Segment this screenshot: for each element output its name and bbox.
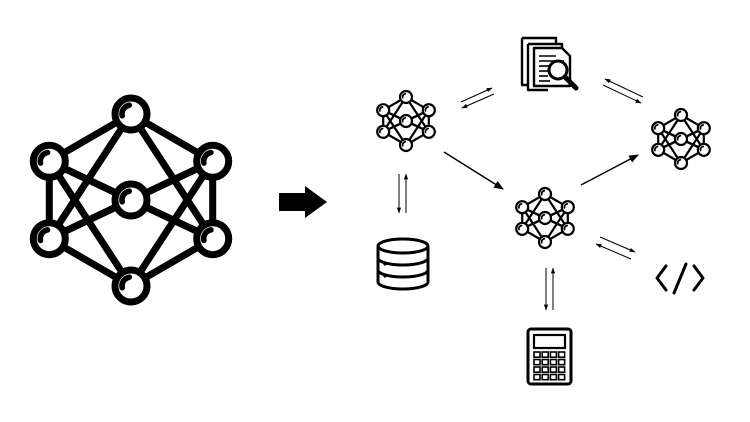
connection-arrows [396,78,644,311]
document-search-icon [520,36,579,92]
database-icon [376,237,430,291]
transform-arrow-icon [279,186,327,218]
neural-network-icon [376,89,436,153]
neural-network-icon [515,186,575,250]
neural-network-icon [651,107,711,171]
code-icon [655,262,705,295]
neural-network-icon [29,94,233,306]
calculator-icon [526,327,573,386]
